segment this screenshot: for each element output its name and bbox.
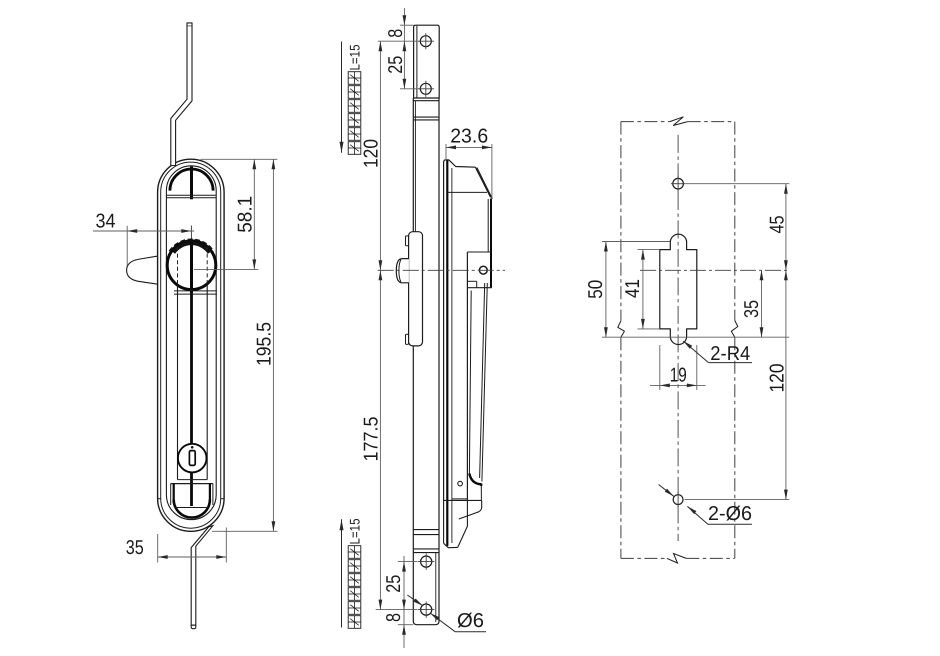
svg-text:58.1: 58.1 [234,196,256,233]
svg-text:2-Ø6: 2-Ø6 [708,503,752,525]
svg-text:L=15: L=15 [347,518,363,544]
svg-text:120: 120 [766,364,788,393]
svg-text:35: 35 [741,300,763,318]
svg-text:25: 25 [383,575,405,593]
svg-text:25: 25 [385,56,407,74]
svg-text:23.6: 23.6 [450,125,488,147]
svg-text:45: 45 [766,216,788,234]
svg-text:50: 50 [585,280,607,299]
svg-text:8: 8 [383,613,405,622]
svg-text:34: 34 [96,210,116,232]
svg-text:120: 120 [360,139,382,168]
svg-text:35: 35 [126,537,144,559]
svg-text:41: 41 [622,279,644,298]
svg-text:L=15: L=15 [347,44,363,70]
svg-text:2-R4: 2-R4 [710,343,750,365]
svg-text:8: 8 [385,29,407,38]
svg-text:195.5: 195.5 [253,322,275,366]
svg-text:19: 19 [670,365,687,387]
svg-text:177.5: 177.5 [360,417,382,462]
svg-text:Ø6: Ø6 [457,610,484,632]
